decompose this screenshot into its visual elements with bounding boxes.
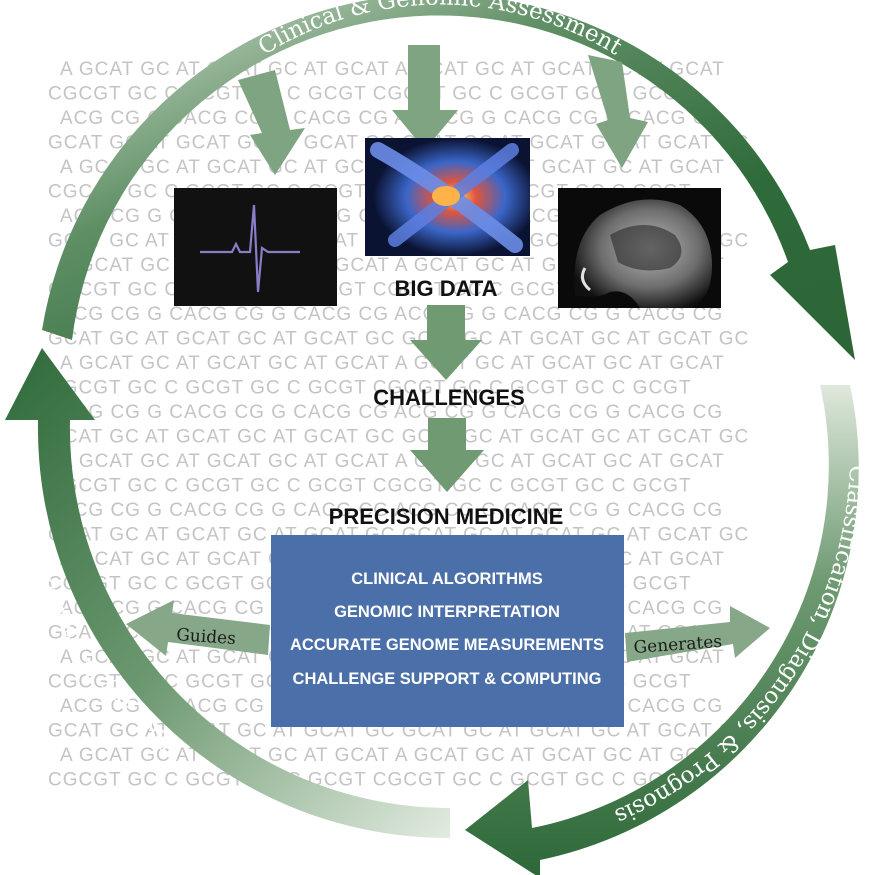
left-cycle-arrow — [5, 348, 450, 839]
guides-arrow — [126, 600, 270, 656]
side-arrows: Guides Generates — [126, 600, 770, 662]
top-arc-label: Clinical & Genomic Assessment — [254, 0, 627, 61]
right-cycle-arrow — [465, 385, 859, 875]
sequence-row: A GCAT GC AT GCAT GC AT GCAT A GCAT GC A… — [60, 353, 725, 374]
box-line-1: CLINICAL ALGORITHMS — [351, 570, 543, 588]
box-line-4: CHALLENGE SUPPORT & COMPUTING — [293, 670, 602, 688]
box-line-2: GENOMIC INTERPRETATION — [334, 603, 560, 621]
inward-arrow-left — [238, 70, 305, 175]
sequence-row: CGCGT GC C GCGT GC C GCGT CGCGT GC C GCG… — [48, 476, 692, 497]
flow-step-challenges: CHALLENGES — [373, 385, 525, 410]
sequence-row: GCAT GC AT GCAT GC AT GCAT GC GCAT GC AT… — [48, 329, 749, 350]
flow-arrow-2 — [410, 418, 484, 492]
chromosome-icon — [370, 142, 523, 253]
generates-arrow — [625, 606, 770, 662]
mri-image — [558, 188, 721, 308]
inward-arrows — [238, 45, 648, 175]
ecg-image — [174, 188, 337, 306]
sequence-row: CGCGT GC C GCGT GC C GCGT CGCGT GC C GCG… — [48, 378, 692, 399]
flow-arrow-1 — [410, 305, 482, 380]
inward-arrow-right — [588, 55, 648, 168]
inward-arrow-center — [392, 45, 458, 150]
sequence-row: ACG CG G CACG CG G CACG CG ACG CG G CACG… — [60, 304, 723, 325]
center-flow: BIG DATA CHALLENGES PRECISION MEDICINE — [329, 276, 564, 529]
sequence-row: CGCGT GC C GCGT GC C GCGT CGCGT GC C GCG… — [48, 770, 692, 791]
sequence-row: ACG CG G CACG CG G CACG CG ACG CG G CACG… — [60, 500, 723, 521]
brain-mri-icon — [574, 199, 712, 308]
flow-step-big-data: BIG DATA — [394, 276, 497, 301]
sequence-row: CGCGT GC C GCGT GC C GCGT CGCGT GC C GCG… — [48, 84, 692, 105]
sequence-row: A GCAT GC AT GCAT GC AT GCAT A GCAT GC A… — [60, 451, 725, 472]
box-line-3: ACCURATE GENOME MEASUREMENTS — [290, 636, 604, 654]
flow-step-precision-medicine: PRECISION MEDICINE — [329, 504, 564, 529]
sequence-row: ACG CG G CACG CG G CACG CG ACG CG G CACG… — [60, 402, 723, 423]
cycle-ring — [5, 0, 859, 875]
sequence-row: ACG CG G CACG CG G CACG CG ACG CG G CACG… — [60, 108, 723, 129]
precision-medicine-box: CLINICAL ALGORITHMS GENOMIC INTERPRETATI… — [271, 535, 624, 727]
ecg-waveform-icon — [200, 204, 300, 293]
guides-label: Guides — [176, 625, 237, 649]
sequence-row: GCAT GC AT GCAT GC AT GCAT GC GCAT GC AT… — [48, 427, 749, 448]
chromosome-image — [365, 138, 530, 256]
